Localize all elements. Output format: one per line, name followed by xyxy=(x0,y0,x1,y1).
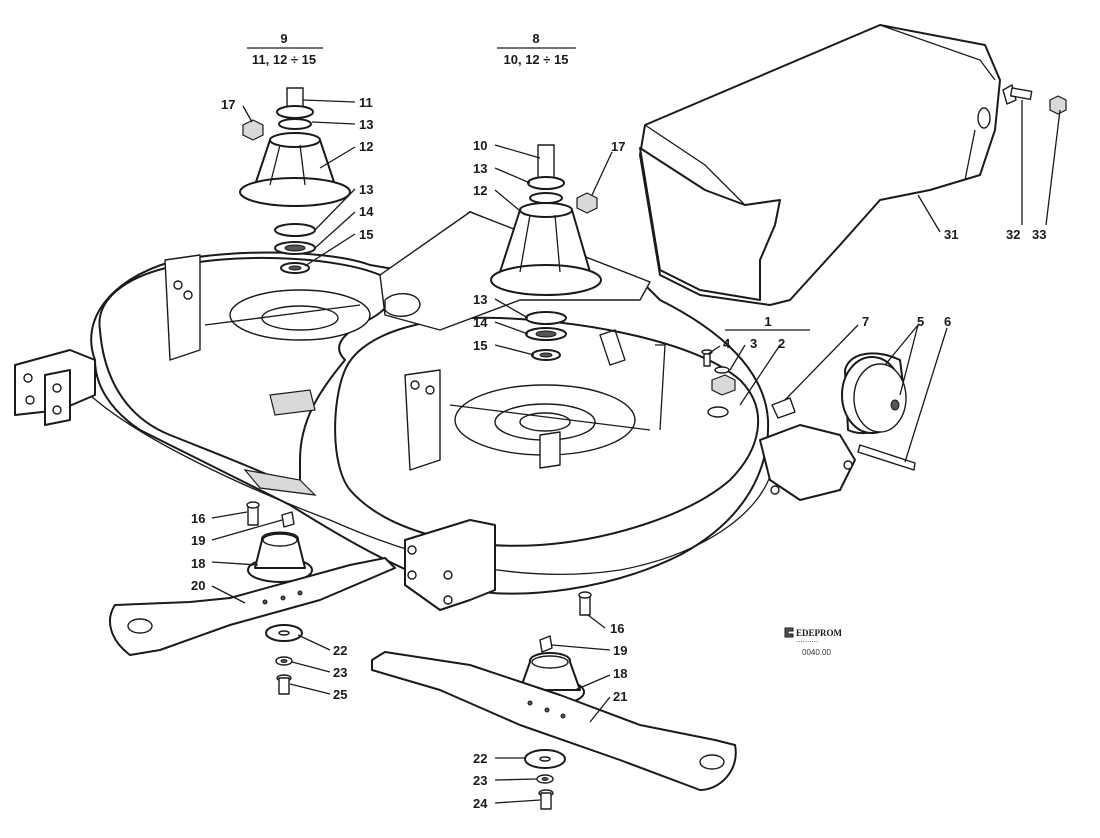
chute-bolt xyxy=(1002,84,1033,105)
assembly-8-number: 8 xyxy=(532,31,539,46)
callout-6-roller-pin: 6 xyxy=(944,314,951,329)
front-hanger-bracket xyxy=(404,519,496,611)
callout-13-left-lower-bearing: 13 xyxy=(359,182,373,197)
assembly-label-9: 9 11, 12 ÷ 15 xyxy=(247,31,323,67)
drawing-code: 0040.00 xyxy=(802,648,831,657)
callout-13-left-upper-bearing: 13 xyxy=(359,117,373,132)
edeprom-mark-icon xyxy=(784,627,794,638)
callout-11-left-shaft: 11 xyxy=(359,95,373,110)
assembly-9-number: 9 xyxy=(280,31,287,46)
left-blade-fasteners xyxy=(265,624,303,695)
callout-25-left-blade-screw: 25 xyxy=(333,687,347,702)
callout-22-left-blade-washer: 22 xyxy=(333,643,347,658)
chute-nut xyxy=(1049,95,1067,115)
callout-16-right-blade-bolt: 16 xyxy=(610,621,624,636)
left-blade xyxy=(109,557,396,656)
callout-12-right-spindle-housing: 12 xyxy=(473,183,487,198)
callout-17-left-nut: 17 xyxy=(221,97,235,112)
assembly-8-contents: 10, 12 ÷ 15 xyxy=(504,52,569,67)
callout-22-right-blade-washer: 22 xyxy=(473,751,487,766)
callout-20-left-blade: 20 xyxy=(191,578,205,593)
right-blade xyxy=(371,651,737,791)
assembly-label-1: 1 xyxy=(764,314,771,329)
right-spindle-assembly xyxy=(490,144,602,361)
callout-15-left-washer: 15 xyxy=(359,227,373,242)
callout-13-right-lower-bearing: 13 xyxy=(473,292,487,307)
callout-12-left-spindle-housing: 12 xyxy=(359,139,373,154)
callout-3-washer: 3 xyxy=(750,336,757,351)
callout-2-deck-shell: 2 xyxy=(778,336,785,351)
callout-19-right-key: 19 xyxy=(613,643,627,658)
deck-clip xyxy=(771,397,796,419)
height-washer-screw xyxy=(701,349,736,418)
callout-15-right-washer: 15 xyxy=(473,338,487,353)
callout-18-left-blade-hub: 18 xyxy=(191,556,205,571)
callout-18-right-blade-hub: 18 xyxy=(613,666,627,681)
callout-24-right-blade-screw: 24 xyxy=(473,796,488,811)
deck-roller xyxy=(841,352,916,471)
logo-tagline: .......... xyxy=(796,635,818,644)
callout-5-roller: 5 xyxy=(917,314,924,329)
left-upper-bracket xyxy=(164,254,201,361)
callout-31-discharge-chute: 31 xyxy=(944,227,958,242)
callout-14-left-spacer: 14 xyxy=(359,204,374,219)
callout-10-right-shaft: 10 xyxy=(473,138,487,153)
callout-13-right-upper-bearing: 13 xyxy=(473,161,487,176)
logo-brand: EDEPROM xyxy=(796,628,843,638)
callout-numbers: 17 11 13 12 13 14 15 10 13 12 17 13 14 1… xyxy=(191,95,1046,811)
assembly-label-8: 8 10, 12 ÷ 15 xyxy=(497,31,576,67)
rear-guard-rod xyxy=(599,329,666,431)
callout-16-left-blade-bolt: 16 xyxy=(191,511,205,526)
callout-21-right-blade: 21 xyxy=(613,689,627,704)
assembly-1-number: 1 xyxy=(764,314,771,329)
callout-19-left-key: 19 xyxy=(191,533,205,548)
callout-4-screw: 4 xyxy=(723,336,731,351)
discharge-chute xyxy=(639,24,1001,306)
right-upper-bracket xyxy=(404,369,561,471)
left-blade-hub-group xyxy=(246,501,313,583)
assembly-9-contents: 11, 12 ÷ 15 xyxy=(252,52,316,67)
callout-17-right-nut: 17 xyxy=(611,139,625,154)
left-side-bracket xyxy=(14,349,96,426)
right-blade-fasteners xyxy=(524,749,566,810)
edeprom-logo: EDEPROM .......... 0040.00 xyxy=(784,627,843,657)
callout-23-right-lock-washer: 23 xyxy=(473,773,487,788)
right-side-bracket xyxy=(759,424,856,501)
left-spindle-assembly xyxy=(239,87,351,274)
callout-7-clip: 7 xyxy=(862,314,869,329)
callout-33-chute-nut: 33 xyxy=(1032,227,1046,242)
callout-14-right-spacer: 14 xyxy=(473,315,488,330)
leader-lines xyxy=(211,99,1061,804)
callout-23-left-lock-washer: 23 xyxy=(333,665,347,680)
callout-32-chute-bolt: 32 xyxy=(1006,227,1020,242)
